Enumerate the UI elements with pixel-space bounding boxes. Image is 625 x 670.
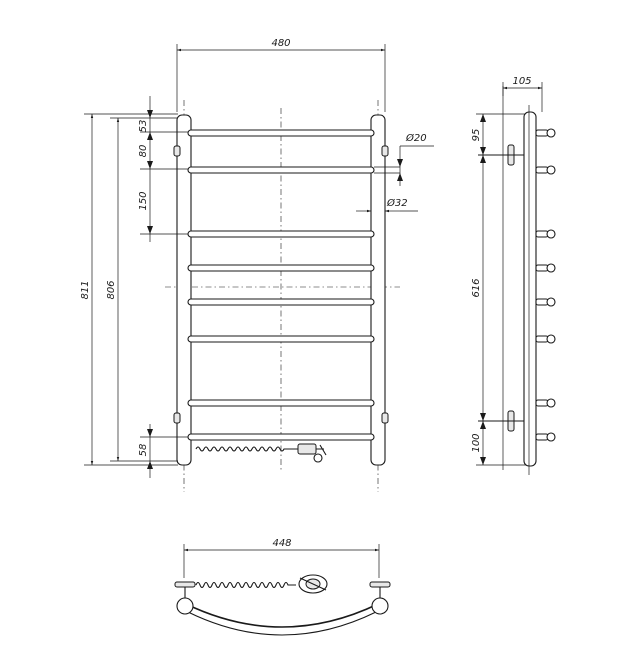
bottom-heating-cable xyxy=(195,581,296,589)
dim-side-top-offset: 95 xyxy=(471,129,482,142)
dim-bottom-width: 448 xyxy=(272,538,291,549)
dim-overall-height: 811 xyxy=(80,280,91,299)
dim-side-depth: 105 xyxy=(512,76,531,87)
front-view: 480 811 806 53 80 150 58 xyxy=(80,38,434,492)
right-post xyxy=(370,114,386,466)
dim-rung-diameter: Ø20 xyxy=(405,132,427,144)
dim-rung-gap-large: 150 xyxy=(138,191,149,210)
dim-post-diameter: Ø32 xyxy=(386,197,408,209)
left-post xyxy=(176,114,192,466)
dim-rail-height: 806 xyxy=(106,280,117,299)
side-post xyxy=(523,111,537,467)
dim-front-width: 480 xyxy=(271,38,290,49)
heating-cable xyxy=(195,446,298,452)
dim-rung-gap-small: 80 xyxy=(138,145,149,158)
dim-top-offset: 53 xyxy=(138,120,149,133)
curved-rung xyxy=(185,603,379,628)
dim-side-mount-spacing: 616 xyxy=(471,278,482,297)
side-view: 105 95 616 100 xyxy=(471,76,556,475)
bottom-view: 448 xyxy=(174,538,391,636)
dim-side-bottom-offset: 100 xyxy=(471,433,482,452)
dim-bottom-offset: 58 xyxy=(138,444,149,457)
rungs xyxy=(187,129,375,441)
side-rung-ends xyxy=(535,128,556,442)
